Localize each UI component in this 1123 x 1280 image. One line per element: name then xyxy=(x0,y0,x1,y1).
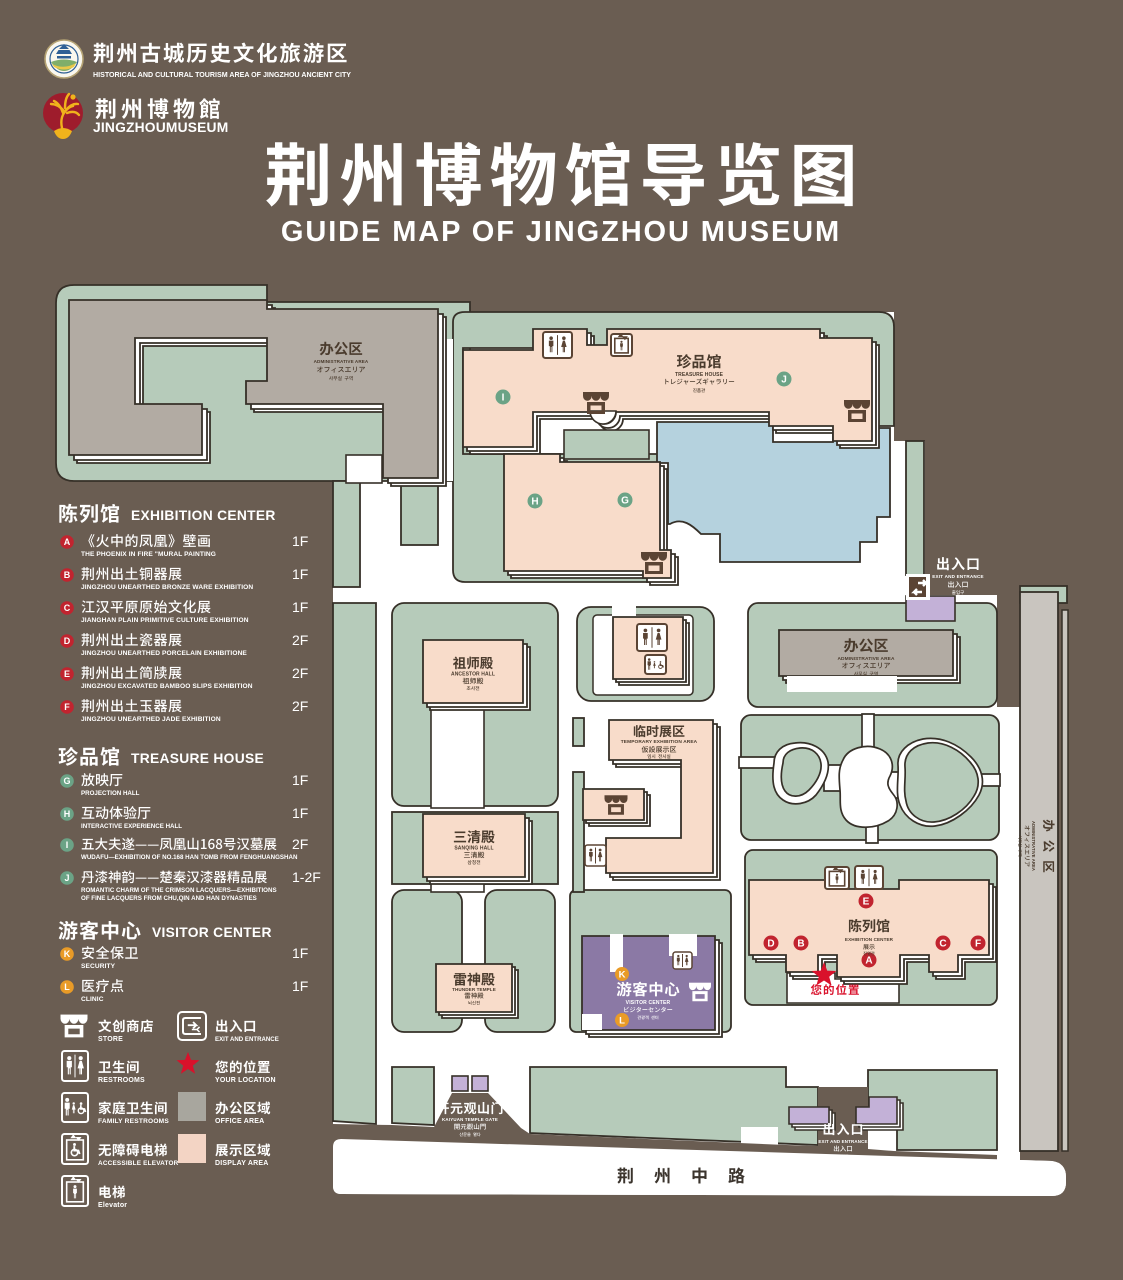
svg-text:2F: 2F xyxy=(292,632,308,648)
svg-text:ADMINISTRATIVE AREA: ADMINISTRATIVE AREA xyxy=(1031,821,1036,871)
svg-text:EXHIBITION CENTER: EXHIBITION CENTER xyxy=(131,508,276,523)
svg-text:C: C xyxy=(939,939,946,950)
svg-text:PROJECTION HALL: PROJECTION HALL xyxy=(81,790,140,797)
svg-text:G: G xyxy=(63,776,70,786)
svg-text:Elevator: Elevator xyxy=(98,1202,127,1209)
svg-text:J: J xyxy=(64,873,69,883)
svg-text:1F: 1F xyxy=(292,533,308,549)
svg-text:VISITOR CENTER: VISITOR CENTER xyxy=(152,925,272,940)
svg-text:WUDAFU—EXHIBITION OF NO.168 HA: WUDAFU—EXHIBITION OF NO.168 HAN TOMB FRO… xyxy=(81,854,298,861)
svg-text:H: H xyxy=(531,497,538,508)
svg-text:L: L xyxy=(64,982,70,992)
svg-text:YOUR LOCATION: YOUR LOCATION xyxy=(215,1077,276,1084)
svg-text:L: L xyxy=(619,1015,625,1026)
svg-text:EXIT AND ENTRANCE: EXIT AND ENTRANCE xyxy=(215,1036,279,1043)
svg-text:G: G xyxy=(621,496,629,507)
svg-text:TREASURE HOUSE: TREASURE HOUSE xyxy=(675,372,724,378)
svg-text:K: K xyxy=(64,949,71,959)
svg-text:JINGZHOU UNEARTHED PORCELAIN E: JINGZHOU UNEARTHED PORCELAIN EXHIBITIONE xyxy=(81,650,247,657)
svg-text:1-2F: 1-2F xyxy=(292,869,321,885)
svg-text:B: B xyxy=(797,939,804,950)
svg-text:2F: 2F xyxy=(292,698,308,714)
svg-text:SANQING HALL: SANQING HALL xyxy=(454,846,493,852)
svg-text:JINGZHOUMUSEUM: JINGZHOUMUSEUM xyxy=(93,120,228,135)
svg-text:OF FINE LACQUERS FROM CHU,QIN: OF FINE LACQUERS FROM CHU,QIN AND HAN DY… xyxy=(81,895,257,902)
svg-text:EXIT AND ENTRANCE: EXIT AND ENTRANCE xyxy=(818,1139,867,1144)
svg-text:EXHIBITION CENTER: EXHIBITION CENTER xyxy=(845,937,894,942)
svg-text:ROMANTIC CHARM OF THE CRIMSON: ROMANTIC CHARM OF THE CRIMSON LACQUERS—E… xyxy=(81,887,277,894)
svg-text:SECURITY: SECURITY xyxy=(81,963,116,970)
svg-text:D: D xyxy=(64,636,71,646)
svg-text:F: F xyxy=(64,702,70,712)
svg-text:1F: 1F xyxy=(292,805,308,821)
svg-text:A: A xyxy=(865,956,872,967)
svg-text:1F: 1F xyxy=(292,772,308,788)
svg-text:1F: 1F xyxy=(292,599,308,615)
svg-text:D: D xyxy=(767,939,774,950)
svg-text:JIANGHAN PLAIN PRIMITIVE CULTU: JIANGHAN PLAIN PRIMITIVE CULTURE EXHIBIT… xyxy=(81,617,249,624)
svg-text:H: H xyxy=(64,809,71,819)
svg-text:I: I xyxy=(66,840,69,850)
svg-text:1F: 1F xyxy=(292,978,308,994)
svg-text:HISTORICAL AND CULTURAL TOURIS: HISTORICAL AND CULTURAL TOURISM AREA OF … xyxy=(93,71,351,79)
svg-text:STORE: STORE xyxy=(98,1036,123,1043)
svg-text:OFFICE AREA: OFFICE AREA xyxy=(215,1118,264,1125)
svg-text:RESTROOMS: RESTROOMS xyxy=(98,1077,145,1084)
svg-text:JINGZHOU EXCAVATED BAMBOO SLIP: JINGZHOU EXCAVATED BAMBOO SLIPS EXHIBITI… xyxy=(81,683,253,690)
svg-text:J: J xyxy=(781,375,787,386)
svg-text:ADMINISTRATIVE AREA: ADMINISTRATIVE AREA xyxy=(837,656,894,662)
svg-text:KAIYUAN TEMPLE GATE: KAIYUAN TEMPLE GATE xyxy=(442,1117,498,1122)
svg-text:I: I xyxy=(502,393,505,404)
svg-text:C: C xyxy=(64,603,71,613)
svg-text:1F: 1F xyxy=(292,945,308,961)
svg-text:JINGZHOU UNEARTHED BRONZE WARE: JINGZHOU UNEARTHED BRONZE WARE EXHIBITIO… xyxy=(81,584,253,591)
svg-text:ACCESSIBLE ELEVATOR: ACCESSIBLE ELEVATOR xyxy=(98,1160,179,1167)
svg-text:F: F xyxy=(975,939,981,950)
svg-text:ANCESTOR HALL: ANCESTOR HALL xyxy=(451,672,495,678)
svg-text:A: A xyxy=(64,537,71,547)
svg-text:FAMILY RESTROOMS: FAMILY RESTROOMS xyxy=(98,1118,169,1125)
svg-text:INTERACTIVE EXPERIENCE HALL: INTERACTIVE EXPERIENCE HALL xyxy=(81,823,182,830)
svg-text:VISITOR CENTER: VISITOR CENTER xyxy=(626,1000,671,1006)
svg-text:TREASURE HOUSE: TREASURE HOUSE xyxy=(131,751,264,766)
svg-text:THUNDER TEMPLE: THUNDER TEMPLE xyxy=(452,987,496,992)
svg-text:DISPLAY AREA: DISPLAY AREA xyxy=(215,1160,269,1167)
svg-text:GUIDE MAP OF JINGZHOU MUSEUM: GUIDE MAP OF JINGZHOU MUSEUM xyxy=(281,216,841,248)
svg-text:TEMPORARY EXHIBITION AREA: TEMPORARY EXHIBITION AREA xyxy=(621,739,698,745)
svg-text:JINGZHOU UNEARTHED JADE EXHIBI: JINGZHOU UNEARTHED JADE EXHIBITION xyxy=(81,716,221,723)
svg-text:THE PHOENIX IN FIRE "MURAL PAI: THE PHOENIX IN FIRE "MURAL PAINTING xyxy=(81,551,216,558)
svg-text:K: K xyxy=(619,969,626,980)
svg-text:2F: 2F xyxy=(292,836,308,852)
svg-text:E: E xyxy=(64,669,70,679)
svg-text:1F: 1F xyxy=(292,566,308,582)
svg-text:CLINIC: CLINIC xyxy=(81,996,104,1003)
svg-text:EXIT AND ENTRANCE: EXIT AND ENTRANCE xyxy=(932,574,983,579)
svg-text:E: E xyxy=(863,897,870,908)
svg-text:2F: 2F xyxy=(292,665,308,681)
svg-text:ADMINISTRATIVE AREA: ADMINISTRATIVE AREA xyxy=(314,359,369,364)
svg-text:B: B xyxy=(64,570,71,580)
